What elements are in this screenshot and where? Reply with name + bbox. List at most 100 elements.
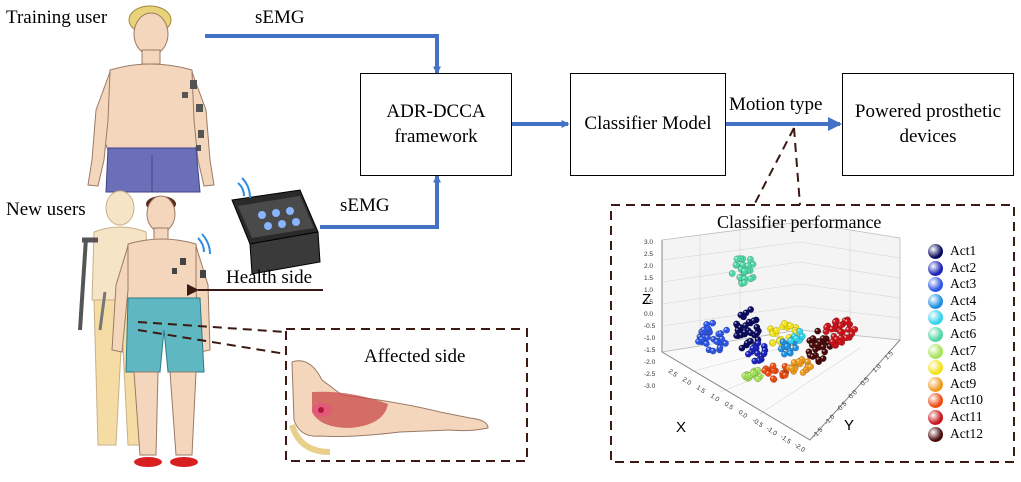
scatter-point xyxy=(734,326,742,334)
scatter-point-highlight xyxy=(752,359,755,361)
scatter-point-highlight xyxy=(768,326,771,329)
scatter-3d-plot: 3.02.52.01.51.00.50.0-0.5-1.0-1.5-2.0-2.… xyxy=(644,221,901,454)
scatter-point-highlight xyxy=(792,334,795,337)
scatter-point xyxy=(741,267,748,275)
scatter-point-highlight xyxy=(810,343,813,345)
affected-arm-illustration xyxy=(289,360,489,455)
scatter-point-highlight xyxy=(849,331,852,334)
scatter-point-highlight xyxy=(779,346,782,349)
scatter-point-highlight xyxy=(743,323,746,326)
scatter-point xyxy=(709,347,717,355)
tick-label: 0.5 xyxy=(859,376,871,388)
tick-label: -1.0 xyxy=(765,425,779,437)
tick-label: 2.0 xyxy=(681,376,693,387)
scatter-point-highlight xyxy=(740,262,743,265)
scatter-point-highlight xyxy=(777,339,780,341)
legend-swatch xyxy=(928,310,943,326)
scatter-point-highlight xyxy=(704,341,707,344)
scatter-point xyxy=(809,353,816,360)
new-users-label: New users xyxy=(6,199,86,220)
scatter-point-highlight xyxy=(813,347,816,350)
scatter-point xyxy=(728,270,736,277)
scatter-point-highlight xyxy=(742,276,745,279)
legend-swatch xyxy=(928,409,943,425)
scatter-point-highlight xyxy=(806,349,809,352)
scatter-point-highlight xyxy=(742,280,745,283)
scatter-point-highlight xyxy=(742,330,745,333)
scatter-point-highlight xyxy=(739,333,742,335)
scatter-point xyxy=(795,358,803,365)
scatter-point xyxy=(732,261,740,269)
scatter-point xyxy=(723,326,730,334)
scatter-point-highlight xyxy=(735,328,738,331)
scatter-point-highlight xyxy=(827,344,830,347)
scatter-point-highlight xyxy=(698,334,700,337)
scatter-point-highlight xyxy=(723,341,726,344)
affected-side-label: Affected side xyxy=(364,346,466,367)
tick-label: 0.5 xyxy=(644,299,653,306)
legend-label: Act9 xyxy=(950,375,977,391)
scatter-point-highlight xyxy=(816,357,819,360)
scatter-point-highlight xyxy=(787,335,790,338)
legend-label: Act12 xyxy=(950,425,983,441)
legend-swatch xyxy=(928,293,943,309)
plot-z-axis-label: Z xyxy=(642,291,652,308)
powered-prosthetic-devices-box: Powered prosthetic devices xyxy=(842,73,1014,176)
scatter-point xyxy=(819,343,827,351)
scatter-point xyxy=(737,311,745,319)
scatter-point-highlight xyxy=(821,356,824,359)
legend-item: Act3 xyxy=(928,276,1008,293)
scatter-point-highlight xyxy=(734,263,736,265)
scatter-point-highlight xyxy=(762,368,765,371)
scatter-point-highlight xyxy=(793,325,796,328)
legend-label: Act4 xyxy=(950,292,977,308)
scatter-point-highlight xyxy=(718,345,720,348)
scatter-point-highlight xyxy=(782,352,785,355)
scatter-point-highlight xyxy=(704,322,707,325)
scatter-point xyxy=(733,255,741,263)
scatter-point-highlight xyxy=(834,337,837,340)
legend-swatch xyxy=(928,244,943,259)
performance-leaders xyxy=(753,127,801,206)
scatter-point-highlight xyxy=(785,344,787,347)
scatter-point-highlight xyxy=(838,335,841,338)
adr-dcca-title: ADR-DCCA xyxy=(386,100,486,122)
scatter-point-highlight xyxy=(829,327,832,330)
scatter-point xyxy=(837,328,845,336)
tick-label: 1.0 xyxy=(871,363,883,375)
scatter-point-highlight xyxy=(800,334,803,337)
scatter-point-highlight xyxy=(719,337,722,339)
scatter-point-highlight xyxy=(762,351,765,354)
scatter-point-highlight xyxy=(738,313,741,315)
scatter-point-highlight xyxy=(762,348,765,351)
scatter-point xyxy=(716,344,724,351)
scatter-point-highlight xyxy=(797,329,800,332)
scatter-point xyxy=(747,337,754,345)
legend-label: Act7 xyxy=(950,342,977,358)
scatter-point xyxy=(753,329,761,337)
scatter-point-highlight xyxy=(705,335,708,338)
legend-item: Act1 xyxy=(928,243,1008,260)
tick-label: -2.0 xyxy=(644,359,656,366)
flow-arrows xyxy=(205,34,842,229)
legend-item: Act7 xyxy=(928,343,1008,360)
legend-item: Act11 xyxy=(928,409,1008,426)
legend-label: Act2 xyxy=(950,259,977,275)
scatter-point-highlight xyxy=(808,364,811,367)
scatter-point xyxy=(807,363,814,371)
scatter-point xyxy=(851,325,859,333)
scatter-point xyxy=(718,335,726,343)
scatter-point-highlight xyxy=(711,337,714,340)
scatter-point xyxy=(786,322,794,330)
classifier-model-box: Classifier Model xyxy=(570,73,726,176)
scatter-point-highlight xyxy=(699,337,702,340)
legend-label: Act3 xyxy=(950,276,977,292)
scatter-point-highlight xyxy=(710,321,713,324)
scatter-point-highlight xyxy=(755,351,758,354)
tick-label: 1.0 xyxy=(709,393,721,404)
tick-label: -2.0 xyxy=(793,442,807,454)
scatter-point xyxy=(786,349,794,357)
legend-label: Act1 xyxy=(950,243,977,258)
scatter-point-highlight xyxy=(770,341,773,343)
